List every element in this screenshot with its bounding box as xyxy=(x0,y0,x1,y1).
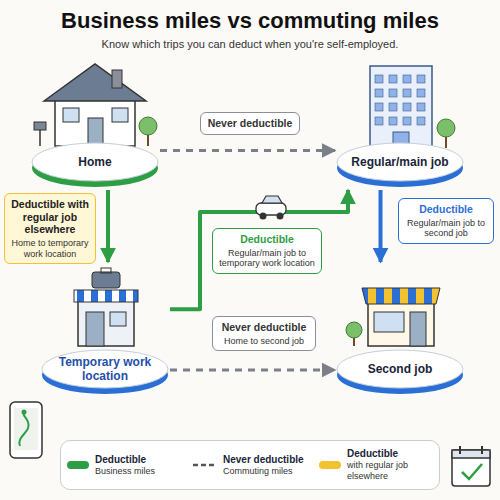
office-building-icon xyxy=(370,66,455,148)
edge-note: Regular/main job to second job xyxy=(405,218,487,240)
legend-note: with regular job elsewhere xyxy=(347,460,433,482)
edge-label: Never deductible xyxy=(219,321,309,334)
legend-swatch xyxy=(319,461,341,469)
legend-text: Never deductible xyxy=(223,454,304,466)
legend-swatch xyxy=(67,461,89,469)
edge-label-box: Deductible with regular job elsewhereHom… xyxy=(4,193,96,264)
location-node: Second job xyxy=(335,262,465,397)
node-label: Second job xyxy=(345,351,455,389)
location-node: Regular/main job xyxy=(335,58,465,190)
edge-label-box: DeductibleRegular/main job to temporary … xyxy=(212,228,322,274)
edge-label: Deductible xyxy=(219,233,315,246)
route-connector xyxy=(106,190,110,262)
route-connector xyxy=(379,190,383,262)
car-icon xyxy=(256,196,286,220)
legend-text: Deductible xyxy=(347,448,433,460)
node-label: Regular/main job xyxy=(345,144,455,182)
legend-text-column: Deductiblewith regular job elsewhere xyxy=(347,448,433,482)
edge-label-box: Never deductible xyxy=(200,112,300,135)
legend-dashed-line xyxy=(193,461,217,469)
node-label: Temporary work location xyxy=(50,351,160,389)
edge-note: Regular/main job to temporary work locat… xyxy=(219,248,315,270)
edge-label: Deductible xyxy=(405,203,487,216)
temporary-site-icon xyxy=(74,268,138,346)
title: Business miles vs commuting miles xyxy=(0,8,500,34)
location-node: Temporary work location xyxy=(40,262,170,397)
edge-label-box: Never deductibleHome to second job xyxy=(212,316,316,351)
node-label: Home xyxy=(40,144,150,182)
legend-text-column: Never deductibleCommuting miles xyxy=(223,454,304,477)
house-icon xyxy=(34,64,157,146)
legend-entry: DeductibleBusiness miles xyxy=(61,441,187,489)
legend-text: Deductible xyxy=(95,454,155,466)
edge-note: Home to temporary work location xyxy=(11,238,89,260)
edge-label: Never deductible xyxy=(207,117,293,130)
legend-note: Business miles xyxy=(95,466,155,477)
storefront-icon xyxy=(346,288,440,346)
location-node: Home xyxy=(30,58,160,190)
edge-label-box: DeductibleRegular/main job to second job xyxy=(398,198,494,244)
calendar-icon xyxy=(452,446,490,486)
route-connector xyxy=(170,190,348,309)
route-connector xyxy=(160,149,335,152)
edge-note: Home to second job xyxy=(219,336,309,347)
legend: DeductibleBusiness milesNever deductible… xyxy=(60,440,440,490)
edge-label: Deductible with regular job elsewhere xyxy=(11,198,89,236)
legend-entry: Never deductibleCommuting miles xyxy=(187,441,313,489)
subtitle: Know which trips you can deduct when you… xyxy=(0,38,500,50)
phone-icon xyxy=(10,402,42,458)
legend-text-column: DeductibleBusiness miles xyxy=(95,454,155,477)
route-connector xyxy=(170,369,335,372)
legend-note: Commuting miles xyxy=(223,466,304,477)
legend-entry: Deductiblewith regular job elsewhere xyxy=(313,441,439,489)
